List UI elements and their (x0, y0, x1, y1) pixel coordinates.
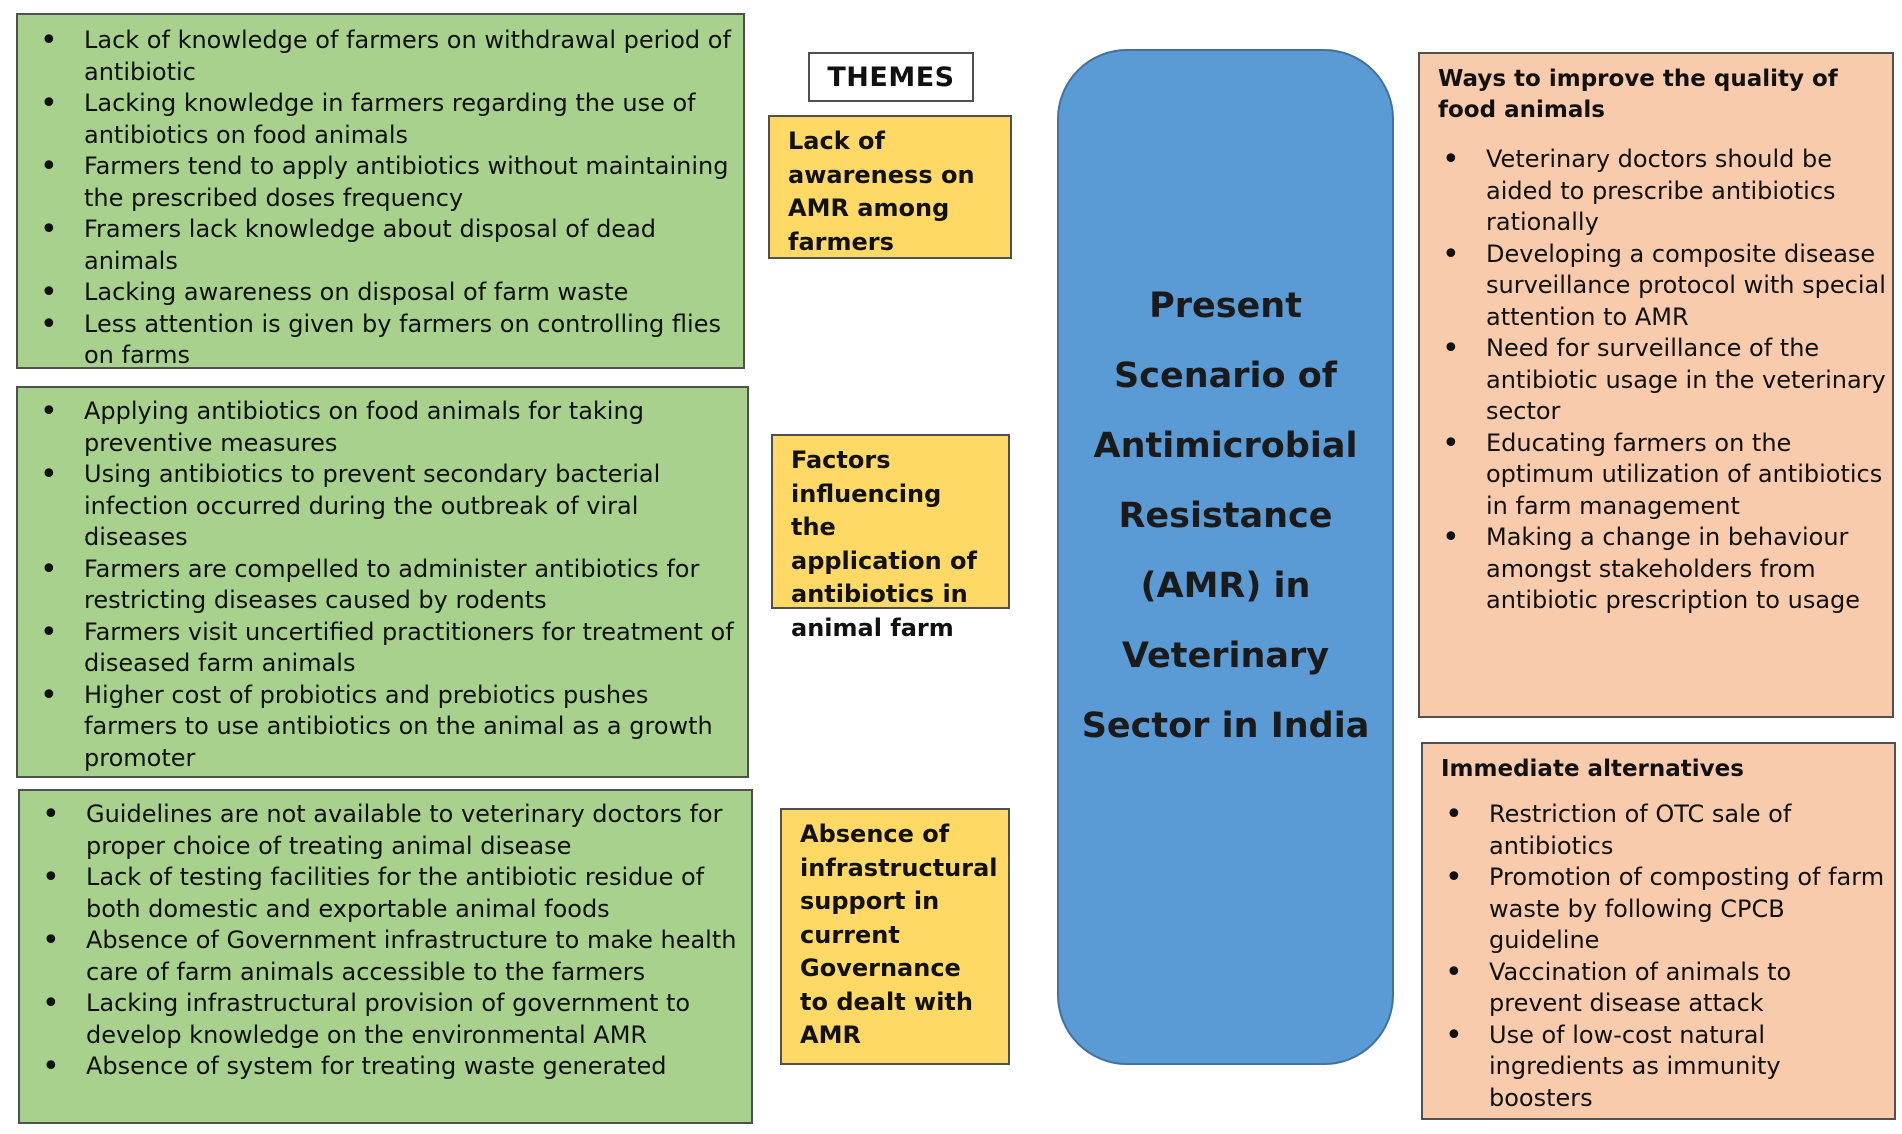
central-title: Present Scenario of Antimicrobial Resist… (1081, 286, 1370, 746)
central-topic: Present Scenario of Antimicrobial Resist… (1057, 49, 1394, 1065)
themes-header: THEMES (808, 52, 974, 102)
list-item: Framers lack knowledge about disposal of… (40, 214, 734, 277)
list-item: Less attention is given by farmers on co… (40, 309, 734, 368)
list-item: Using antibiotics to prevent secondary b… (40, 459, 734, 554)
improvement-box: Ways to improve the quality of food anim… (1418, 52, 1894, 718)
theme-factors: Factors influencing the application of a… (771, 434, 1010, 642)
alternatives-list: Restriction of OTC sale of antibiotics P… (1445, 799, 1889, 1115)
infrastructure-details-box: Guidelines are not available to veterina… (18, 789, 753, 1124)
theme-infrastructure: Absence of infrastructural support in cu… (780, 808, 1010, 1065)
list-item: Developing a composite disease surveilla… (1442, 239, 1886, 334)
list-item: Applying antibiotics on food animals for… (40, 396, 734, 459)
list-item: Use of low-cost natural ingredients as i… (1445, 1020, 1889, 1115)
factors-list: Applying antibiotics on food animals for… (40, 396, 734, 775)
infrastructure-list: Guidelines are not available to veterina… (42, 799, 744, 1083)
list-item: Educating farmers on the optimum utiliza… (1442, 428, 1886, 523)
alternatives-box: Immediate alternatives Restriction of OT… (1421, 742, 1896, 1120)
list-item: Vaccination of animals to prevent diseas… (1445, 957, 1889, 1020)
awareness-list: Lack of knowledge of farmers on withdraw… (40, 25, 734, 368)
list-item: Veterinary doctors should be aided to pr… (1442, 144, 1886, 239)
awareness-details-box: Lack of knowledge of farmers on withdraw… (16, 13, 745, 369)
list-item: Lack of testing facilities for the antib… (42, 862, 744, 925)
list-item: Guidelines are not available to veterina… (42, 799, 744, 862)
list-item: Making a change in behaviour amongst sta… (1442, 522, 1886, 617)
list-item: Restriction of OTC sale of antibiotics (1445, 799, 1889, 862)
factors-details-box: Applying antibiotics on food animals for… (16, 386, 749, 778)
list-item: Lacking awareness on disposal of farm wa… (40, 277, 734, 309)
list-item: Lacking infrastructural provision of gov… (42, 988, 744, 1051)
list-item: Farmers tend to apply antibiotics withou… (40, 151, 734, 214)
theme-awareness: Lack of awareness on AMR among farmers (768, 115, 1012, 259)
list-item: Absence of system for treating waste gen… (42, 1051, 744, 1083)
list-item: Lacking knowledge in farmers regarding t… (40, 88, 734, 151)
list-item: Higher cost of probiotics and prebiotics… (40, 680, 734, 775)
improvement-heading: Ways to improve the quality of food anim… (1438, 66, 1838, 123)
list-item: Promotion of composting of farm waste by… (1445, 862, 1889, 957)
improvement-list: Veterinary doctors should be aided to pr… (1442, 144, 1886, 617)
list-item: Farmers are compelled to administer anti… (40, 554, 734, 617)
list-item: Need for surveillance of the antibiotic … (1442, 333, 1886, 428)
alternatives-heading: Immediate alternatives (1441, 756, 1744, 782)
list-item: Farmers visit uncertified practitioners … (40, 617, 734, 680)
list-item: Absence of Government infrastructure to … (42, 925, 744, 988)
list-item: Lack of knowledge of farmers on withdraw… (40, 25, 734, 88)
